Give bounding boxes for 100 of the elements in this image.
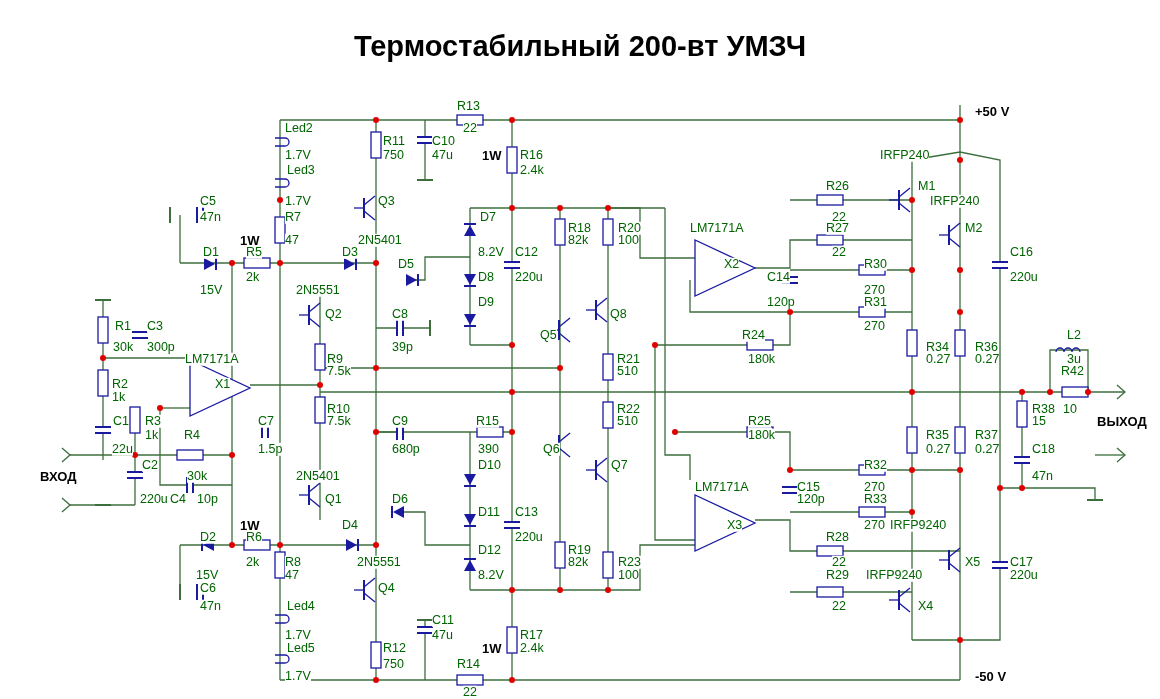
component-label: R20 <box>618 221 641 235</box>
component-label: 220u <box>1010 270 1038 284</box>
component-label: 100 <box>618 568 639 582</box>
component-label: 1.7V <box>285 148 311 162</box>
component-label: R3 <box>145 414 161 428</box>
component-label: Led4 <box>287 599 315 613</box>
component-label: 15 <box>1032 414 1046 428</box>
component-label: 750 <box>383 148 404 162</box>
component-label: Q1 <box>325 492 342 506</box>
component-label: 220u <box>140 492 168 506</box>
component-label: 22 <box>463 685 477 699</box>
component-label: R15 <box>476 414 499 428</box>
component-label: 120p <box>797 492 825 506</box>
component-label: 390 <box>478 442 499 456</box>
net-label: 1W <box>482 641 502 655</box>
component-label: R11 <box>383 134 405 148</box>
component-label: R12 <box>383 641 406 655</box>
component-label: C17 <box>1010 555 1033 569</box>
component-label: 2.4k <box>520 641 544 655</box>
component-label: R36 <box>975 340 998 354</box>
component-label: LM7171A <box>185 352 239 366</box>
component-label: 47 <box>285 568 299 582</box>
component-label: 2k <box>246 270 260 284</box>
component-label: 0.27 <box>975 352 1000 366</box>
component-label: LM7171A <box>695 480 749 494</box>
component-label: 22 <box>832 555 846 569</box>
component-label: R33 <box>864 492 887 506</box>
component-label: R9 <box>327 352 343 366</box>
component-label: 39p <box>392 340 413 354</box>
component-label: 15V <box>196 568 219 582</box>
component-label: C2 <box>142 458 158 472</box>
component-label: R25 <box>748 414 771 428</box>
component-label: D5 <box>398 257 414 271</box>
component-label: Q2 <box>325 307 342 321</box>
component-label: C10 <box>432 134 455 148</box>
component-label: 510 <box>617 414 638 428</box>
component-label: 680p <box>392 442 420 456</box>
component-label: R10 <box>327 402 350 416</box>
component-label: 47n <box>200 599 221 613</box>
component-label: Q8 <box>610 307 627 321</box>
component-label: 3u <box>1067 352 1081 366</box>
component-label: Q4 <box>378 581 395 595</box>
component-label: C1 <box>113 414 129 428</box>
component-label: R2 <box>112 377 128 391</box>
component-label: LM7171A <box>690 221 744 235</box>
component-label: 15V <box>200 283 223 297</box>
component-label: R28 <box>826 530 849 544</box>
component-label: 47n <box>200 210 221 224</box>
component-label: R34 <box>926 340 949 354</box>
component-label: R18 <box>568 221 591 235</box>
component-label: 47u <box>432 148 453 162</box>
component-label: M2 <box>965 221 983 235</box>
component-label: M1 <box>918 179 936 193</box>
component-label: 2.4k <box>520 163 544 177</box>
component-label: 220u <box>515 270 543 284</box>
component-label: R19 <box>568 543 591 557</box>
component-label: D12 <box>478 543 501 557</box>
component-label: C16 <box>1010 245 1033 259</box>
component-label: D2 <box>200 530 216 544</box>
component-label: 120p <box>767 295 795 309</box>
component-label: C5 <box>200 194 216 208</box>
component-label: 180k <box>748 428 776 442</box>
component-label: 300p <box>147 340 175 354</box>
component-label: R32 <box>864 458 887 472</box>
net-label: 1W <box>240 233 260 247</box>
component-label: R21 <box>617 352 640 366</box>
component-label: R42 <box>1061 364 1084 378</box>
component-label: 1.7V <box>285 628 311 642</box>
component-label: D9 <box>478 295 494 309</box>
component-label: C18 <box>1032 442 1055 456</box>
component-label: 100 <box>618 233 639 247</box>
component-label: 7.5k <box>327 414 351 428</box>
component-label: 7.5k <box>327 364 351 378</box>
component-label: X4 <box>918 599 934 613</box>
component-label: 47 <box>285 233 299 247</box>
component-label: R27 <box>826 221 849 235</box>
component-label: C3 <box>147 319 163 333</box>
component-label: 47n <box>1032 469 1053 483</box>
component-label: D3 <box>342 245 358 259</box>
component-label: R5 <box>246 245 262 259</box>
component-label: 2N5401 <box>358 233 402 247</box>
component-label: 8.2V <box>478 245 504 259</box>
component-label: R17 <box>520 628 543 642</box>
component-label: 10 <box>1063 402 1077 416</box>
component-label: D4 <box>342 518 358 532</box>
component-label: 2N5401 <box>296 469 340 483</box>
component-label: 1k <box>112 390 126 404</box>
component-label: R29 <box>826 568 849 582</box>
component-label: C14 <box>767 270 790 284</box>
component-label: C13 <box>515 505 538 519</box>
net-label: -50 V <box>975 669 1007 683</box>
component-label: R13 <box>457 99 480 113</box>
component-label: R7 <box>285 210 301 224</box>
component-label: D1 <box>203 245 219 259</box>
component-label: Led5 <box>287 641 315 655</box>
component-label: 1.7V <box>285 669 311 683</box>
component-label: 270 <box>864 283 885 297</box>
component-label: 1.5p <box>258 442 283 456</box>
component-label: R1 <box>115 319 131 333</box>
component-label: 22 <box>463 121 477 135</box>
